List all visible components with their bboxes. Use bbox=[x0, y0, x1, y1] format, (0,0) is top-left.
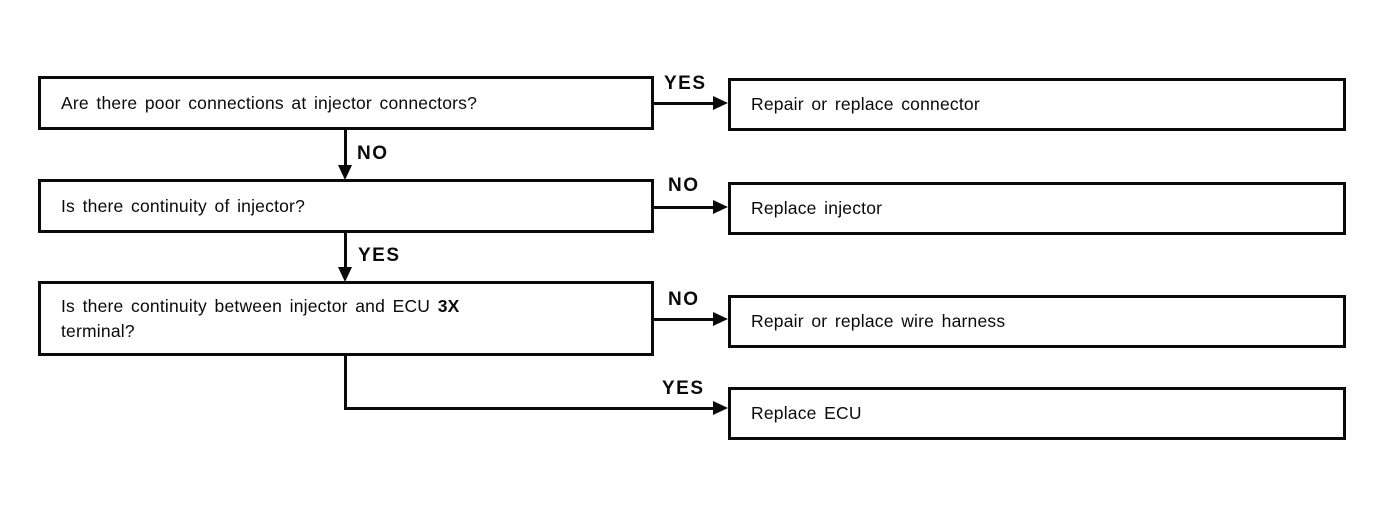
arrow-right-icon bbox=[713, 401, 728, 415]
connector-line bbox=[344, 130, 347, 168]
action-text: Replace injector bbox=[751, 198, 883, 218]
arrow-right-icon bbox=[713, 200, 728, 214]
action-box-replace-injector: Replace injector bbox=[728, 182, 1346, 235]
action-box-repair-connector: Repair or replace connector bbox=[728, 78, 1346, 131]
terminal-code: 3X bbox=[437, 295, 460, 316]
arrow-right-icon bbox=[713, 312, 728, 326]
question-text: Is there continuity between injector and… bbox=[61, 294, 460, 344]
question-box-injector-connections: Are there poor connections at injector c… bbox=[38, 76, 654, 130]
edge-label-no: NO bbox=[357, 143, 389, 164]
action-text: Replace ECU bbox=[751, 403, 862, 423]
connector-line bbox=[654, 318, 716, 321]
arrow-down-icon bbox=[338, 267, 352, 282]
action-text: Repair or replace wire harness bbox=[751, 311, 1006, 331]
action-text: Repair or replace connector bbox=[751, 94, 980, 114]
question-text: Is there continuity of injector? bbox=[61, 195, 306, 216]
connector-line bbox=[344, 233, 347, 269]
edge-label-yes: YES bbox=[664, 73, 707, 94]
action-box-repair-harness: Repair or replace wire harness bbox=[728, 295, 1346, 348]
question-text-part2: terminal? bbox=[61, 320, 135, 341]
connector-line bbox=[344, 356, 347, 410]
connector-line bbox=[344, 407, 716, 410]
question-box-injector-continuity: Is there continuity of injector? bbox=[38, 179, 654, 233]
question-text-part1: Is there continuity between injector and… bbox=[61, 295, 431, 316]
edge-label-no: NO bbox=[668, 289, 700, 310]
edge-label-yes: YES bbox=[662, 378, 705, 399]
action-box-replace-ecu: Replace ECU bbox=[728, 387, 1346, 440]
arrow-right-icon bbox=[713, 96, 728, 110]
question-text: Are there poor connections at injector c… bbox=[61, 92, 478, 113]
edge-label-no: NO bbox=[668, 175, 700, 196]
edge-label-yes: YES bbox=[358, 245, 401, 266]
connector-line bbox=[654, 102, 716, 105]
question-box-ecu-continuity: Is there continuity between injector and… bbox=[38, 281, 654, 356]
arrow-down-icon bbox=[338, 165, 352, 180]
connector-line bbox=[654, 206, 716, 209]
